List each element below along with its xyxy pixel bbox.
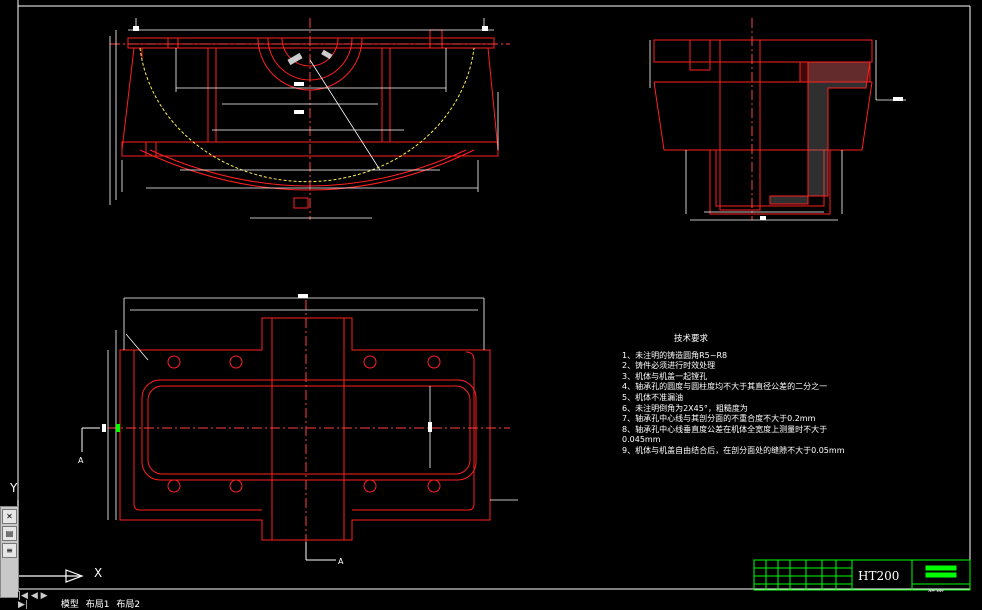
front-view [109,18,510,220]
section-label-a-bottom: A [338,557,344,566]
properties-icon[interactable]: ▤ [2,526,17,541]
requirement-line: 0.045mm [622,435,661,445]
top-view [81,294,518,561]
ucs-x-label: X [94,566,103,580]
tab-nav-arrows-icon[interactable]: |◀ ◀ ▶ ▶| [18,591,48,610]
technical-requirements: 技术要求 1、未注明的铸造圆角R5~R8 2、铸件必须进行时效处理 3、机体与机… [622,334,845,457]
layout-tab-bar: |◀ ◀ ▶ ▶| 模型 布局1 布局2 [18,592,982,610]
requirement-line: 4、轴承孔的圆度与圆柱度均不大于其直径公差的二分之一 [622,382,828,392]
ucs-y-label: Y [10,481,18,495]
requirement-line: 9、机体与机盖自由结合后，在剖分面处的缝隙不大于0.05mm [622,445,845,455]
requirement-line: 7、轴承孔中心线与其剖分面的不重合度不大于0.2mm [622,414,816,424]
requirement-line: 1、未注明的铸造圆角R5~R8 [622,350,728,360]
floating-toolbar[interactable]: ✕ ▤ ≡ [0,506,19,598]
requirement-line: 3、机体与机盖一起镗孔 [622,371,708,381]
ucs-icon [17,500,84,583]
tab-layout1[interactable]: 布局1 [85,600,110,610]
requirement-line: 6、未注明倒角为2X45°，粗糙度为 [622,403,748,413]
requirement-line: 2、铸件必须进行时效处理 [622,361,716,371]
side-view [649,18,906,221]
drawing-frame [17,0,971,590]
layer-icon[interactable]: ≡ [2,543,17,558]
requirement-line: 5、机体不准漏油 [622,392,684,402]
section-label-a-left: A [78,456,84,465]
tab-model[interactable]: 模型 [60,600,79,610]
title-block [753,559,971,591]
tab-layout2[interactable]: 布局2 [116,600,141,610]
close-icon[interactable]: ✕ [2,509,17,524]
requirement-line: 8、轴承孔中心线垂直度公差在机体全宽度上测量时不大于 [622,424,828,434]
material-label: HT200 [858,569,900,583]
technical-requirements-title: 技术要求 [674,334,709,344]
